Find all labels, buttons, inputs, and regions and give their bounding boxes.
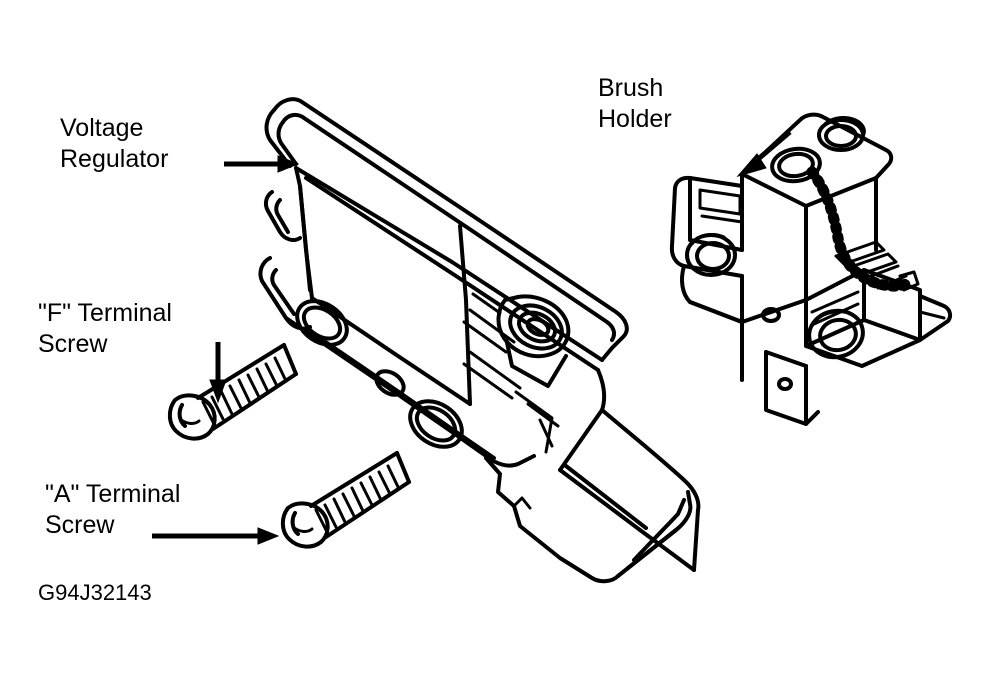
leader-voltage-regulator: [224, 155, 300, 173]
a-terminal-screw: [280, 451, 411, 549]
callout-line-2: Screw: [38, 330, 108, 358]
callout-line-2: Screw: [45, 511, 115, 539]
brush-holder-body: [669, 112, 953, 426]
callout-line-2: Regulator: [60, 145, 169, 173]
figure-id-code: G94J32143: [38, 580, 152, 605]
leader-a-terminal-screw: [152, 527, 280, 545]
callout-line-2: Holder: [598, 105, 672, 133]
voltage-regulator-body: [258, 97, 701, 584]
callout-line-1: "F" Terminal: [38, 299, 172, 327]
f-terminal-screw: [167, 343, 298, 441]
callout-line-1: Voltage: [60, 114, 144, 142]
leader-f-terminal-screw: [209, 342, 227, 404]
callout-leaders: [152, 130, 792, 545]
leader-brush-holder: [736, 130, 792, 177]
callout-line-1: "A" Terminal: [45, 480, 181, 508]
callout-line-1: Brush: [598, 74, 664, 102]
